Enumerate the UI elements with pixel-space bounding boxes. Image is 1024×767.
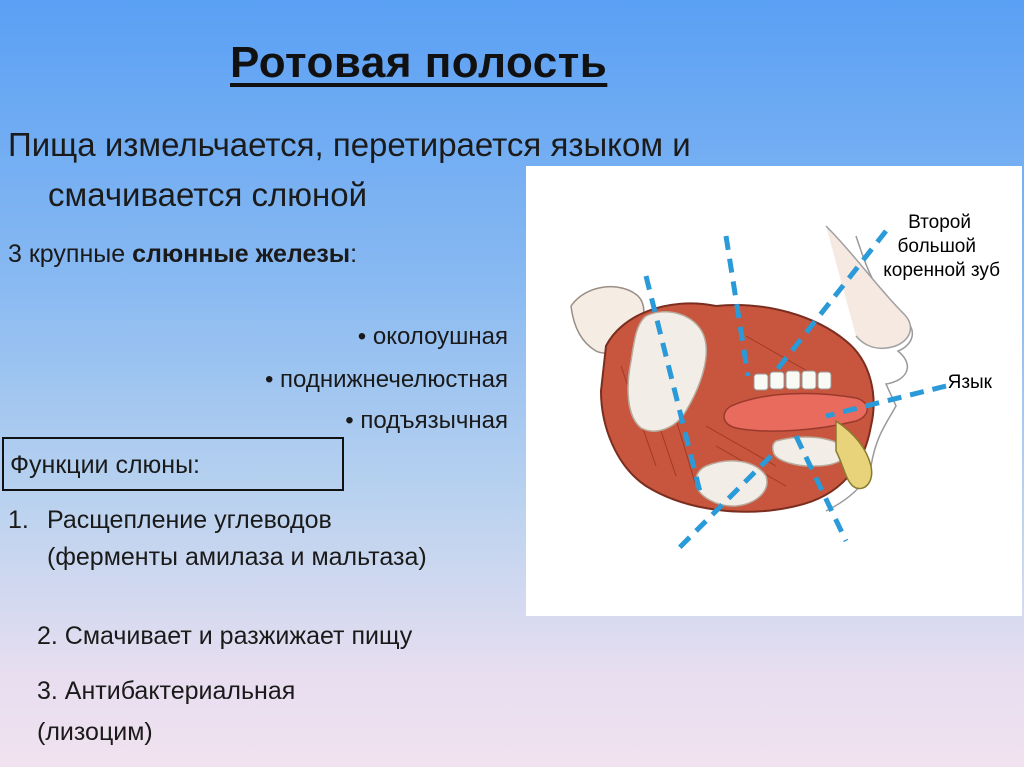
jaw-bone-shape — [835, 419, 873, 490]
glands-heading: 3 крупные слюнные железы: — [8, 240, 357, 269]
function-1-line-2: (ферменты амилаза и мальтаза) — [47, 543, 427, 571]
slide-title: Ротовая полость — [230, 38, 608, 87]
glands-heading-suffix: : — [350, 240, 358, 268]
functions-heading: Функции слюны: — [10, 451, 201, 479]
label-tongue: Язык — [948, 372, 993, 393]
label-second-molar-3: коренной зуб — [883, 260, 1000, 281]
functions-heading-box — [2, 437, 344, 491]
function-2: 2. Смачивает и разжижает пищу — [37, 622, 413, 650]
parotid-gland-shape — [627, 311, 708, 432]
sublingual-gland-shape — [771, 436, 848, 467]
gland-item-sublingual: • подъязычная — [345, 407, 508, 434]
function-3-line-1: 3. Антибактериальная — [37, 677, 296, 705]
glands-heading-bold: слюнные железы — [132, 240, 351, 268]
function-1-number: 1. — [8, 506, 29, 534]
lead-text-line-1: Пища измельчается, перетирается языком и — [8, 126, 691, 163]
function-3-line-2: (лизоцим) — [37, 718, 153, 746]
oral-cavity-illustration: Второй большой коренной зуб Язык — [526, 166, 1022, 616]
lead-text-line-2: смачивается слюной — [48, 176, 368, 213]
teeth-row — [753, 370, 832, 391]
anatomy-drawing: Второй большой коренной зуб Язык — [570, 212, 1000, 553]
gland-item-submandibular: • поднижнечелюстная — [264, 366, 508, 393]
guide-lines — [643, 229, 947, 553]
label-second-molar-1: Второй — [908, 212, 971, 233]
label-second-molar-2: большой — [898, 236, 976, 257]
tongue-shape — [723, 392, 868, 432]
nose-shape — [825, 225, 912, 350]
glands-heading-prefix: 3 крупные — [8, 240, 133, 268]
function-1-line-1: Расщепление углеводов — [47, 506, 332, 534]
gland-item-parotid: • околоушная — [357, 323, 508, 350]
